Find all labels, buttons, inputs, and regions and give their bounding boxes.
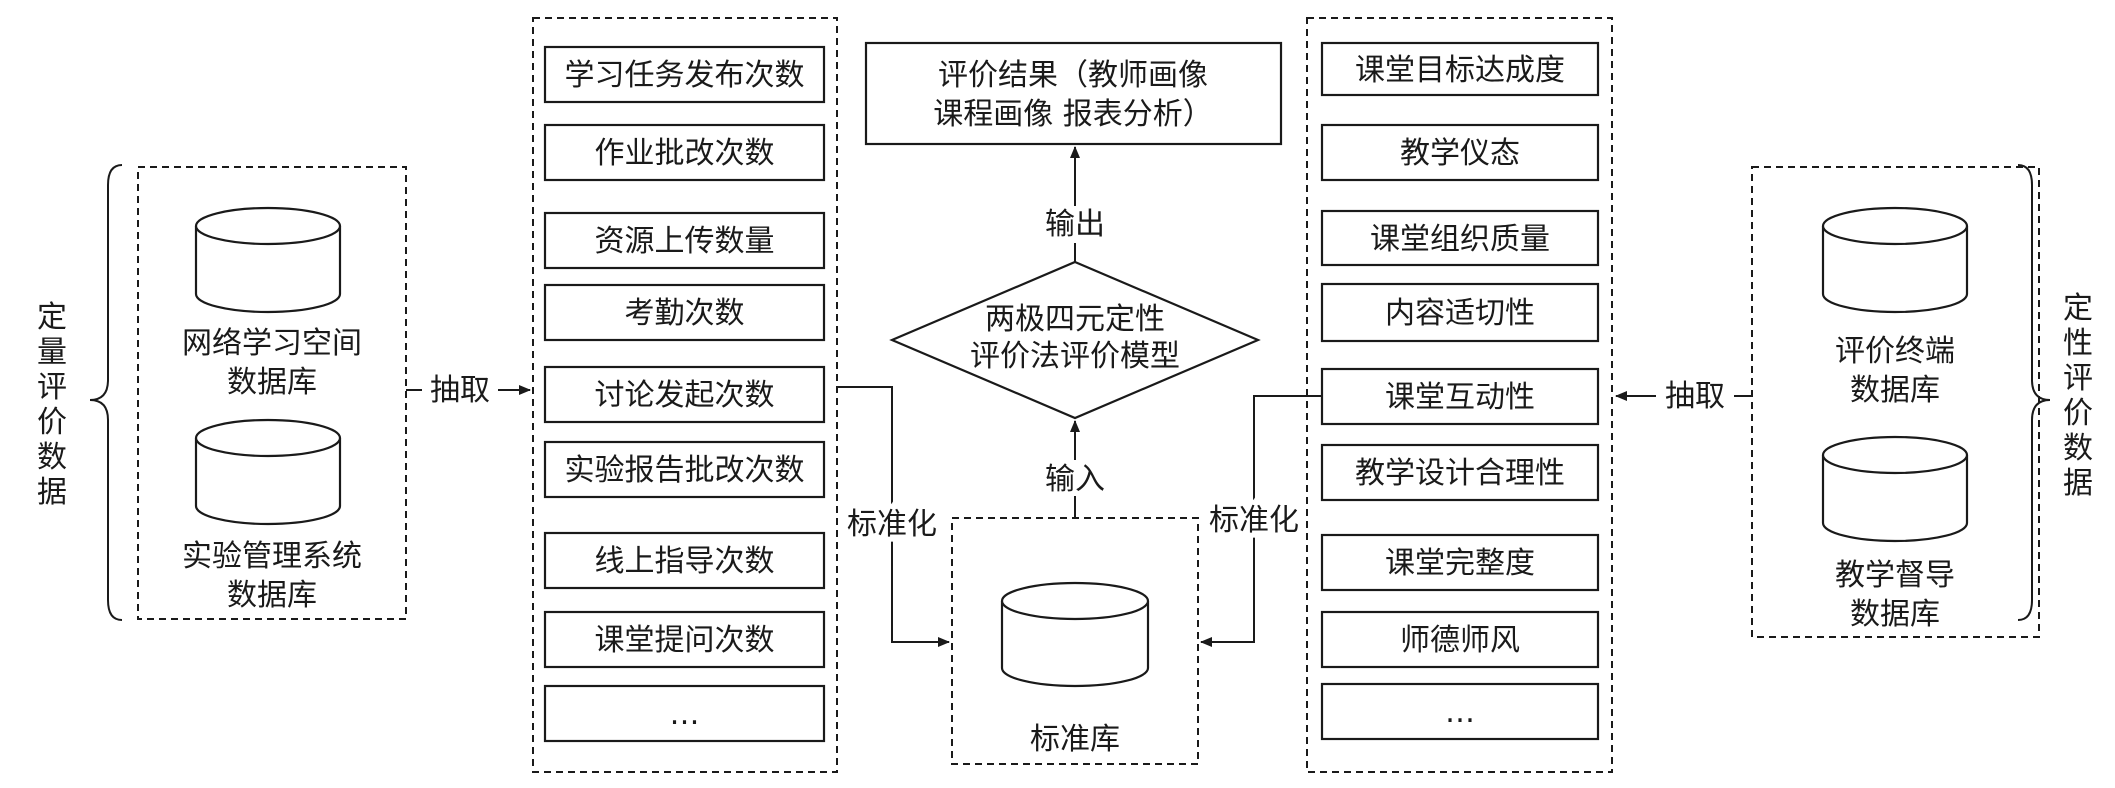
label-char: 据 — [2063, 466, 2093, 501]
indicator-box — [1320, 682, 1600, 741]
indicator-label: 内容适切性 — [1385, 296, 1535, 331]
normalize-right-label: 标准化 — [1209, 503, 1299, 538]
left-extract-label: 抽取 — [430, 373, 490, 408]
quantitative-items: 学习任务发布次数 作业批改次数 资源上传数量 考勤次数 讨论发起次数 实验报告批… — [543, 45, 826, 743]
indicator-box — [1320, 282, 1600, 343]
normalize-left-label: 标准化 — [847, 507, 937, 542]
indicator-box — [543, 283, 826, 342]
indicator-label: 课堂目标达成度 — [1355, 53, 1565, 88]
normalize-left-connector — [837, 386, 950, 647]
indicator-box — [1320, 209, 1600, 267]
label-char: 性 — [2063, 326, 2093, 361]
label-char: 数 — [37, 440, 67, 475]
indicator-label: 课堂完整度 — [1385, 546, 1535, 581]
indicator-label: 实验报告批改次数 — [565, 453, 805, 488]
indicator-label: … — [670, 697, 700, 732]
indicator-box — [1320, 367, 1600, 426]
label-char: 评 — [37, 370, 67, 405]
database-label: 评价终端 — [1835, 334, 1955, 369]
evaluation-result-box — [864, 41, 1283, 146]
qualitative-items: 课堂目标达成度 教学仪态 课堂组织质量 内容适切性 课堂互动性 教学设计合理性 … — [1320, 41, 1600, 741]
left-brace — [89, 164, 123, 621]
qualitative-items-group — [1306, 17, 1613, 773]
output-label: 输出 — [1045, 207, 1105, 242]
indicator-box — [1320, 610, 1600, 669]
model-line: 两极四元定性 — [985, 302, 1165, 337]
indicator-box — [543, 45, 826, 104]
result-line: 课程画像 报表分析） — [933, 97, 1213, 132]
quantitative-data-label: 定 量 评 价 数 据 — [37, 300, 67, 510]
database-label: 网络学习空间 — [182, 326, 362, 361]
indicator-label: 作业批改次数 — [595, 136, 775, 171]
label-char: 价 — [2063, 396, 2093, 431]
evaluation-terminal-database — [1821, 206, 1969, 314]
model-line: 评价法评价模型 — [970, 339, 1180, 374]
indicator-label: 讨论发起次数 — [595, 378, 775, 413]
indicator-box — [1320, 443, 1600, 502]
network-learning-database — [194, 206, 342, 314]
teaching-supervision-database — [1821, 435, 1969, 543]
indicator-label: 师德师风 — [1400, 623, 1520, 658]
database-label: 数据库 — [227, 578, 317, 613]
indicator-label: 课堂互动性 — [1385, 380, 1535, 415]
indicator-box — [1320, 533, 1600, 592]
right-extract-label: 抽取 — [1665, 379, 1725, 414]
indicator-box — [1320, 41, 1600, 97]
database-label: 数据库 — [1850, 597, 1940, 632]
evaluation-model-diamond — [889, 260, 1261, 420]
indicator-box — [543, 531, 826, 590]
indicator-box — [543, 440, 826, 499]
label-char: 价 — [37, 405, 67, 440]
normalize-right-connector — [1200, 395, 1322, 647]
database-label: 数据库 — [227, 365, 317, 400]
lab-management-database — [194, 418, 342, 526]
label-char: 据 — [37, 475, 67, 510]
input-label: 输入 — [1045, 462, 1105, 497]
indicator-label: 课堂提问次数 — [595, 623, 775, 658]
right-brace — [2017, 164, 2051, 621]
indicator-label: 线上指导次数 — [595, 544, 775, 579]
database-label: 教学督导 — [1835, 558, 1955, 593]
qualitative-data-label: 定 性 评 价 数 据 — [2063, 291, 2093, 501]
label-char: 定 — [37, 300, 67, 335]
indicator-box — [1320, 123, 1600, 182]
indicator-label: 学习任务发布次数 — [565, 58, 805, 93]
label-char: 评 — [2063, 361, 2093, 396]
indicator-box — [543, 365, 826, 424]
indicator-box — [543, 211, 826, 270]
result-line: 评价结果（教师画像 — [938, 58, 1208, 93]
indicator-box — [543, 610, 826, 669]
indicator-box — [543, 684, 826, 743]
database-label: 实验管理系统 — [182, 539, 362, 574]
standard-library-group — [951, 517, 1199, 765]
indicator-label: 教学仪态 — [1400, 136, 1520, 171]
database-label: 数据库 — [1850, 373, 1940, 408]
indicator-label: … — [1445, 695, 1475, 730]
standard-library-label: 标准库 — [1030, 722, 1120, 757]
label-char: 量 — [37, 335, 67, 370]
label-char: 数 — [2063, 431, 2093, 466]
standard-library-database — [1000, 581, 1150, 688]
quantitative-source-group — [137, 166, 407, 620]
indicator-box — [543, 123, 826, 182]
label-char: 定 — [2063, 291, 2093, 326]
indicator-label: 考勤次数 — [625, 296, 745, 331]
indicator-label: 资源上传数量 — [595, 224, 775, 259]
indicator-label: 课堂组织质量 — [1370, 222, 1550, 257]
indicator-label: 教学设计合理性 — [1355, 456, 1565, 491]
